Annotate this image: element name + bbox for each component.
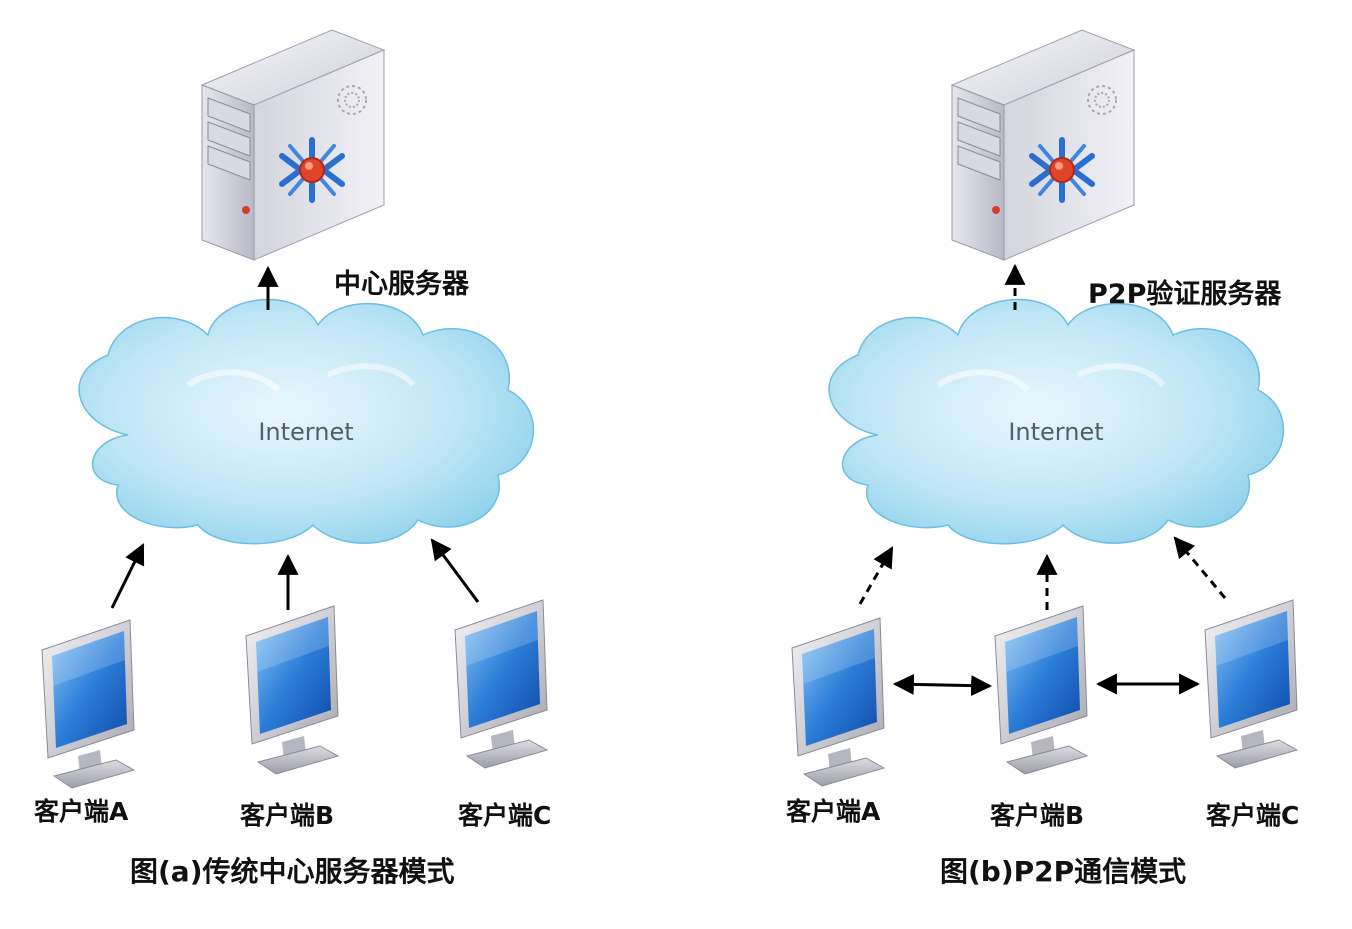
left-monitor-c-icon — [454, 599, 548, 769]
right-monitor-b-icon — [994, 605, 1088, 775]
left-arrow-client-c — [430, 538, 480, 603]
right-client-c-label: 客户端C — [1206, 801, 1300, 830]
right-monitor-c-icon — [1204, 599, 1298, 769]
left-monitor-a-icon — [41, 619, 135, 789]
right-caption: 图(b)P2P通信模式 — [940, 855, 1187, 888]
right-client-b-label: 客户端B — [990, 801, 1085, 830]
left-cloud-label: Internet — [258, 418, 353, 446]
left-client-b-label: 客户端B — [240, 801, 335, 830]
left-caption: 图(a)传统中心服务器模式 — [130, 855, 455, 888]
left-arrow-client-a — [110, 543, 145, 609]
left-client-c-label: 客户端C — [458, 801, 552, 830]
right-cloud-label: Internet — [1008, 418, 1103, 446]
left-server-icon — [202, 30, 384, 260]
left-server-label: 中心服务器 — [334, 269, 469, 300]
right-monitor-a-icon — [791, 617, 885, 787]
right-arrow-client-c — [1173, 536, 1227, 599]
right-server-label: P2P验证服务器 — [1088, 279, 1282, 310]
right-arrow-client-a — [858, 546, 894, 605]
right-arrow-a-b — [892, 673, 993, 697]
left-client-a-label: 客户端A — [34, 797, 129, 826]
right-server-icon — [952, 30, 1134, 260]
left-monitor-b-icon — [245, 605, 339, 775]
right-client-a-label: 客户端A — [786, 797, 881, 826]
